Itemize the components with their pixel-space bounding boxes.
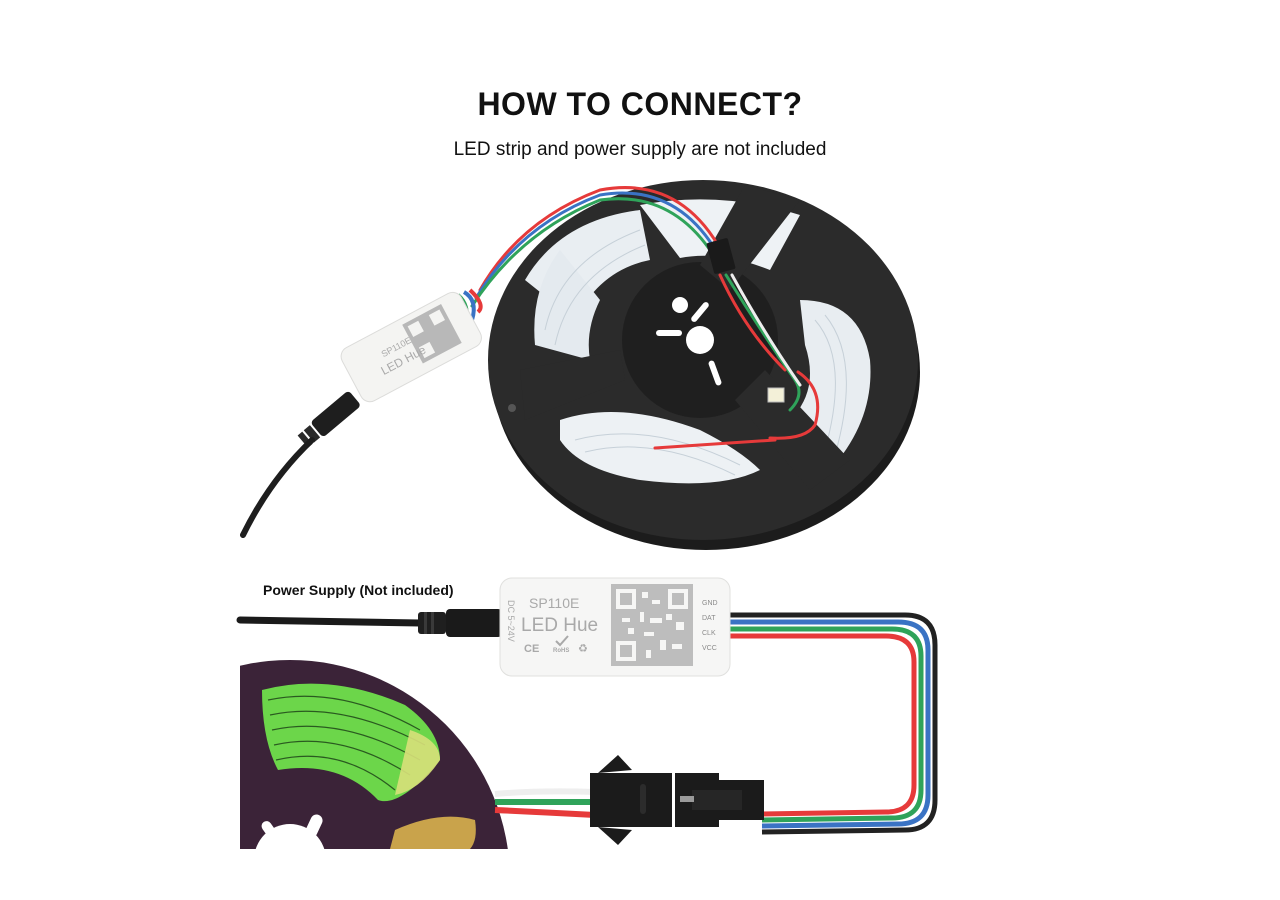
recycle-icon: ♻ (578, 643, 588, 655)
rohs-check-icon (555, 635, 569, 647)
pin-label-gnd: GND (702, 600, 718, 607)
jst-sm-connector (590, 755, 764, 845)
bottom-led-reel-photo (240, 660, 508, 849)
sp110e-controller: SP110E LED Hue CE RoHS ♻ DC 5~24V GND DA… (499, 577, 731, 677)
controller-top-photo: SP110E LED Hue (240, 288, 483, 538)
rohs-mark: RoHS (553, 648, 569, 654)
pin-label-clk: CLK (702, 630, 716, 637)
power-supply-cable (236, 609, 502, 637)
pin-label-dat: DAT (702, 615, 716, 622)
rgb-wire-loop (728, 612, 938, 835)
controller-model: SP110E (529, 595, 579, 611)
led-reel-photo (470, 180, 920, 550)
ce-mark: CE (524, 643, 539, 655)
controller-voltage: DC 5~24V (506, 600, 516, 642)
page-title: HOW TO CONNECT? (477, 86, 803, 122)
page-subtitle: LED strip and power supply are not inclu… (453, 139, 827, 160)
controller-name: LED Hue (521, 615, 598, 636)
power-supply-label: Power Supply (Not included) (263, 582, 454, 598)
strip-wires (494, 788, 596, 818)
pin-label-vcc: VCC (702, 645, 717, 652)
